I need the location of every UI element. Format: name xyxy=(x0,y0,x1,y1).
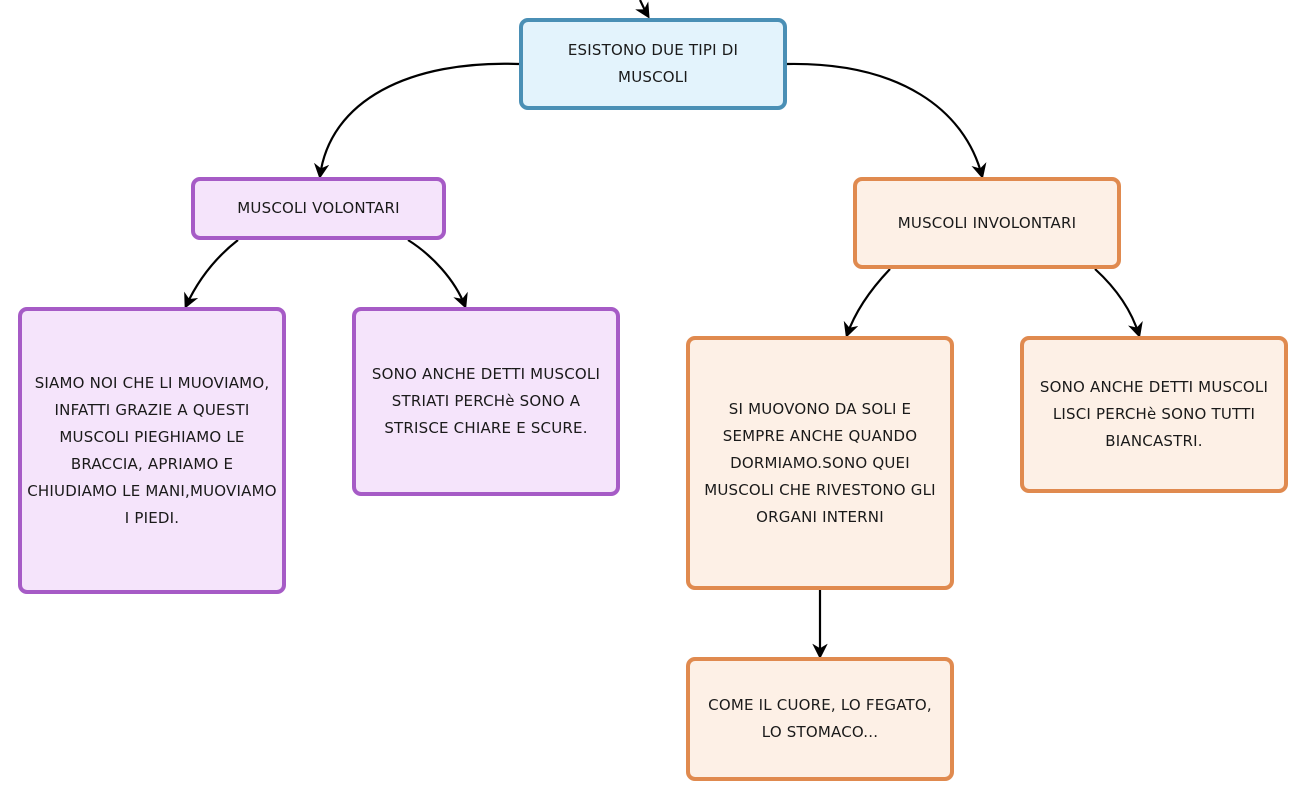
node-volontari-label: MUSCOLI VOLONTARI xyxy=(237,199,400,217)
node-muscoli-involontari[interactable]: MUSCOLI INVOLONTARI xyxy=(853,177,1121,269)
node-muscoli-striati[interactable]: SONO ANCHE DETTI MUSCOLI STRIATI PERCHè … xyxy=(352,307,620,496)
connector-volontari-to-striati xyxy=(407,239,468,309)
connector-involontari-to-desc xyxy=(843,268,891,338)
connector-root-to-volontari xyxy=(313,62,520,180)
connector-involontari-to-lisci xyxy=(1094,268,1143,338)
node-muscoli-volontari[interactable]: MUSCOLI VOLONTARI xyxy=(191,177,446,240)
connector-incoming-root xyxy=(635,0,650,19)
node-root-muscoli[interactable]: ESISTONO DUE TIPI DI MUSCOLI xyxy=(519,18,787,110)
node-root-label: ESISTONO DUE TIPI DI MUSCOLI xyxy=(567,41,739,86)
node-muscoli-lisci[interactable]: SONO ANCHE DETTI MUSCOLI LISCI PERCHè SO… xyxy=(1020,336,1288,493)
node-volontari-description-label: SIAMO NOI CHE LI MUOVIAMO, INFATTI GRAZI… xyxy=(27,373,277,527)
connector-volontari-to-desc xyxy=(184,239,239,309)
connector-root-to-involontari xyxy=(786,62,987,179)
node-lisci-label: SONO ANCHE DETTI MUSCOLI LISCI PERCHè SO… xyxy=(1039,378,1269,450)
node-organi-esempi-label: COME IL CUORE, LO FEGATO, LO STOMACO... xyxy=(708,696,932,741)
node-organi-esempi[interactable]: COME IL CUORE, LO FEGATO, LO STOMACO... xyxy=(686,657,954,781)
node-volontari-description[interactable]: SIAMO NOI CHE LI MUOVIAMO, INFATTI GRAZI… xyxy=(18,307,286,594)
node-involontari-description[interactable]: SI MUOVONO DA SOLI E SEMPRE ANCHE QUANDO… xyxy=(686,336,954,590)
node-involontari-description-label: SI MUOVONO DA SOLI E SEMPRE ANCHE QUANDO… xyxy=(704,399,936,526)
node-involontari-label: MUSCOLI INVOLONTARI xyxy=(897,213,1077,232)
node-striati-label: SONO ANCHE DETTI MUSCOLI STRIATI PERCHè … xyxy=(371,365,601,437)
